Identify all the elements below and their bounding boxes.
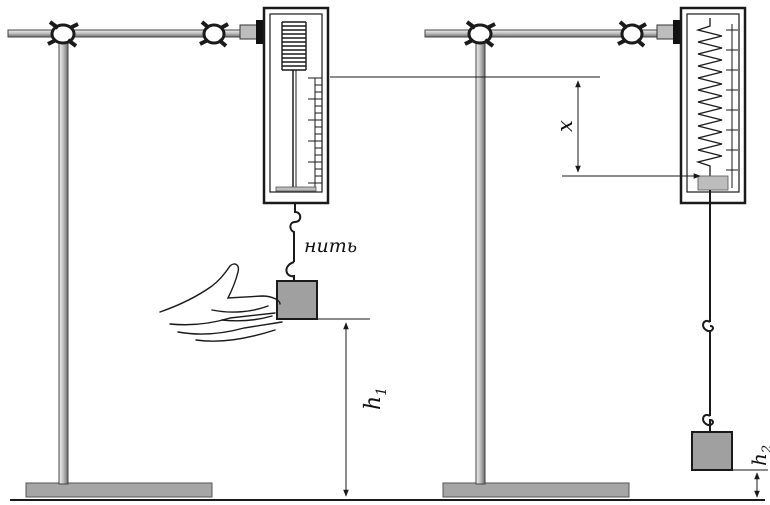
left-scale: [308, 77, 322, 190]
right-weight: [691, 431, 733, 471]
h1-label-subscript: 1: [374, 387, 390, 396]
left-spring: [281, 21, 307, 71]
right-stand-rod: [475, 37, 486, 485]
left-pointer: [275, 186, 317, 192]
left-stand-base: [25, 482, 213, 498]
h2-label: h2: [747, 445, 770, 466]
right-middle-hook: [702, 320, 714, 333]
h2-label-subscript: 2: [760, 445, 770, 454]
left-stand-rod: [58, 37, 69, 485]
right-stand-base: [442, 482, 630, 498]
right-rod-clamp: [464, 20, 496, 48]
h1-label: h1: [361, 387, 390, 410]
h2-label-letter: h: [747, 453, 770, 466]
left-arm-clamp: [199, 20, 229, 48]
right-stand: [424, 20, 693, 498]
left-arm-fitting: [239, 24, 259, 40]
thread-label: нить: [304, 235, 357, 257]
right-dynamometer: [679, 6, 747, 205]
left-stand: [7, 20, 276, 498]
left-dynamometer: [262, 6, 330, 205]
left-weight: [276, 280, 318, 320]
right-arm-clamp: [617, 20, 647, 48]
h1-label-letter: h: [361, 396, 386, 410]
hand: [159, 263, 283, 342]
right-bottom-hook: [702, 414, 714, 432]
left-hook: [289, 203, 302, 262]
right-scale: [726, 24, 738, 188]
right-arm-fitting: [656, 24, 676, 40]
x-label: x: [553, 120, 577, 132]
left-rod-clamp: [47, 20, 79, 48]
right-spring: [695, 18, 723, 176]
right-pointer: [697, 175, 729, 191]
left-thread-loop: [285, 261, 295, 282]
